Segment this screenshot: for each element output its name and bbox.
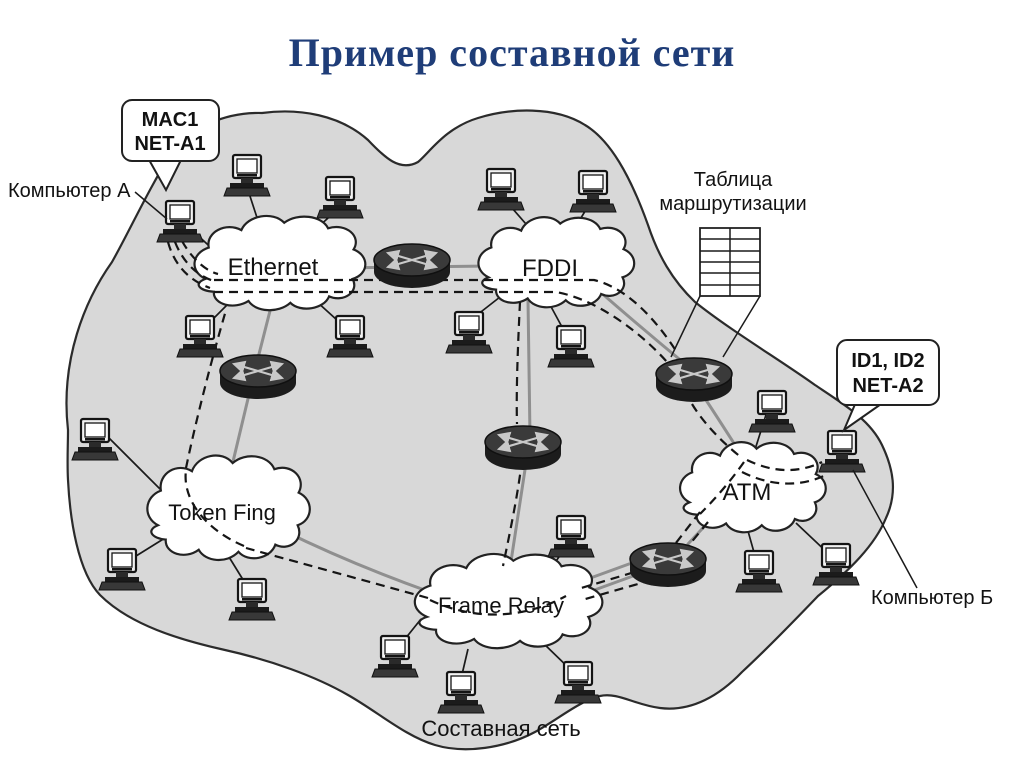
cloud-frame-relay-label: Frame Relay: [438, 593, 564, 618]
callout-id1-id2-net-a2: ID1, ID2 NET-A2: [836, 339, 940, 433]
callout-b-line2: NET-A2: [852, 375, 923, 397]
label-composite-network: Составная сеть: [421, 716, 580, 741]
cloud-atm-label: ATM: [723, 479, 772, 506]
router-icon: [485, 426, 561, 470]
cloud-ethernet-label: Ethernet: [228, 254, 319, 281]
routing-table-icon: [699, 227, 761, 297]
callout-a-line1: MAC1: [142, 109, 199, 131]
routing-table-links: [670, 295, 761, 358]
callout-a-line2: NET-A1: [134, 133, 205, 155]
label-computer-a: Компьютер А: [8, 180, 131, 202]
route-dashed-lines: [166, 240, 829, 616]
page-title: Пример составной сети: [289, 30, 736, 75]
router-icon: [656, 358, 732, 402]
label-computer-b: Компьютер Б: [871, 587, 993, 609]
router-icon: [374, 244, 450, 288]
router-icon: [630, 543, 706, 587]
cloud-fddi-label: FDDI: [522, 255, 578, 282]
callout-b-line1: ID1, ID2: [851, 350, 924, 372]
label-routing-table-line2: маршрутизации: [659, 193, 806, 215]
router-icon: [220, 355, 296, 399]
label-routing-table-line1: Таблица: [694, 169, 773, 191]
pointer-lines: [134, 191, 918, 589]
cloud-token-ring-label: Token Fing: [168, 500, 276, 525]
callout-mac1-net-a1: MAC1 NET-A1: [121, 99, 220, 193]
